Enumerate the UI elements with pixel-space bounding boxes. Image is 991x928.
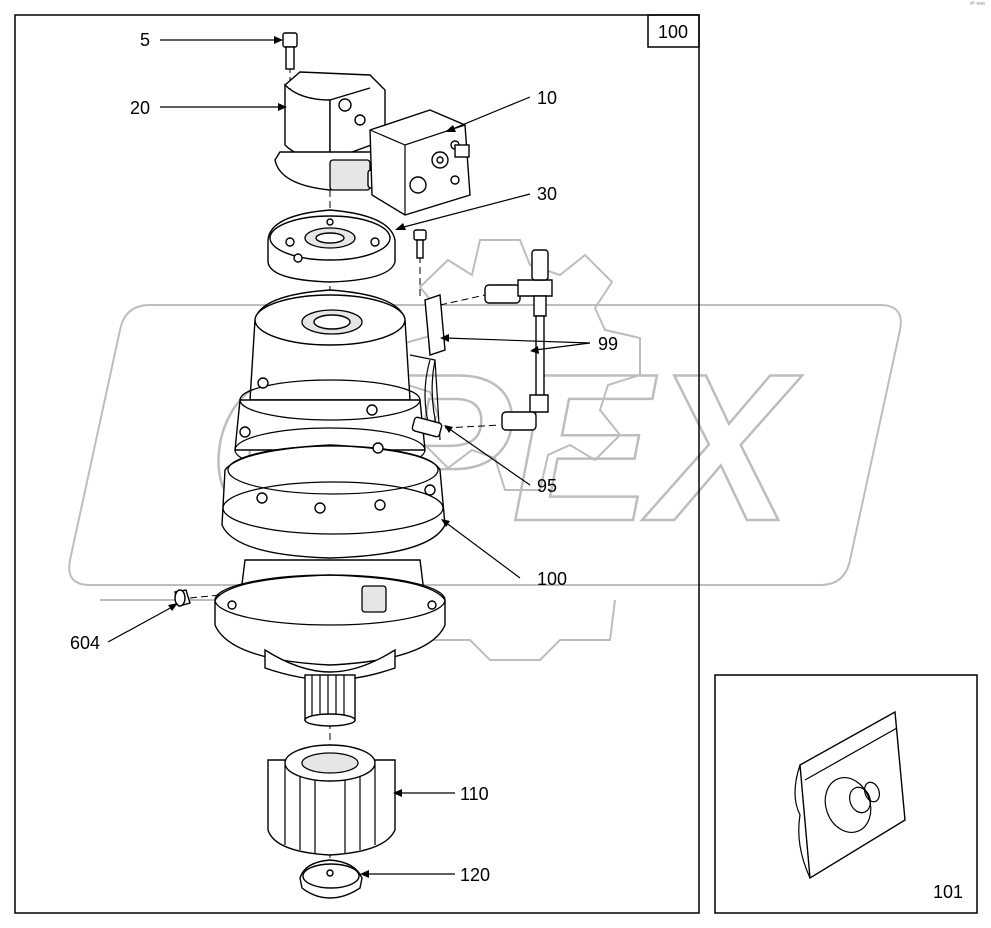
callout-604: 604 <box>70 633 100 653</box>
stud-part <box>413 229 427 259</box>
watermark-band <box>68 304 902 586</box>
box-label-frame <box>647 14 700 48</box>
top-corner-mark: ᵒᴾ ˢᵉᵉˢ <box>970 2 985 8</box>
seal-kit-bag <box>794 710 906 880</box>
callout-110: 110 <box>460 784 489 804</box>
callout-30: 30 <box>537 184 557 204</box>
valve-block-part-10 <box>369 109 471 216</box>
callout-5: 5 <box>140 30 150 50</box>
callout-100: 100 <box>537 569 567 589</box>
callout-20: 20 <box>130 98 150 118</box>
bolt-part-5 <box>282 32 298 70</box>
watermark-gear <box>397 239 641 491</box>
callout-10: 10 <box>537 88 557 108</box>
axis-fitting-upper <box>439 294 486 306</box>
callout-120: 120 <box>460 865 490 885</box>
cover-plate-part-30 <box>267 209 396 283</box>
drain-plug-part-604 <box>174 589 191 607</box>
output-shaft <box>304 674 356 727</box>
end-cap-part-120 <box>299 859 363 899</box>
callout-95: 95 <box>537 476 557 496</box>
callout-99: 99 <box>598 334 618 354</box>
leader-lines <box>107 36 591 878</box>
diagram-frame <box>14 14 700 914</box>
kit-label: 101 <box>933 882 963 902</box>
opex-watermark: OPEX <box>68 239 902 661</box>
axis-fitting-lower <box>444 424 501 429</box>
kit-inset-frame <box>714 674 978 914</box>
gearbox-housing-part-100 <box>214 289 446 681</box>
box-label: 100 <box>658 22 688 42</box>
hydraulic-motor-part-20 <box>274 71 387 191</box>
hose-fittings-part-95-99 <box>409 249 553 441</box>
pinion-gear-part-110 <box>267 744 396 856</box>
